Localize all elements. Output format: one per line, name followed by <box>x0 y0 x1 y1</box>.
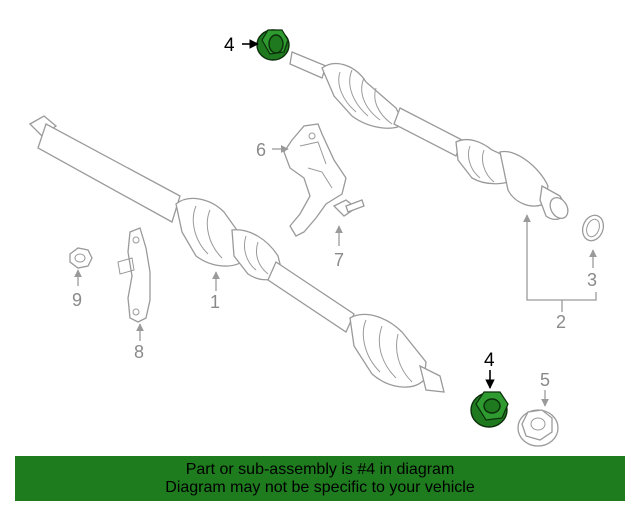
banner-line-part: Part or sub-assembly is #4 in diagram <box>185 461 455 478</box>
callout-3: 3 <box>587 270 597 290</box>
callout-5: 5 <box>540 370 550 390</box>
banner-line-disclaimer: Diagram may not be specific to your vehi… <box>165 479 475 496</box>
part-4-nut-top <box>256 29 290 61</box>
callout-1: 1 <box>210 292 220 312</box>
callout-4-top: 4 <box>224 35 235 56</box>
callout-6: 6 <box>256 140 266 160</box>
parts-diagram: 4 4 6 7 1 9 8 5 3 2 <box>28 29 605 447</box>
leader-lines <box>74 39 597 407</box>
callout-2: 2 <box>556 312 566 332</box>
callout-9: 9 <box>72 290 82 310</box>
part-3-seal-ring <box>581 214 605 242</box>
part-info-banner: Part or sub-assembly is #4 in diagram Di… <box>15 456 625 501</box>
part-8-clamp <box>117 227 151 323</box>
callout-4-bottom: 4 <box>484 350 495 371</box>
lower-drive-shaft <box>28 115 445 393</box>
callout-7: 7 <box>334 250 344 270</box>
part-6-bracket <box>283 123 347 237</box>
part-7-bolt <box>332 199 365 217</box>
part-5-flange-nut <box>517 409 559 447</box>
callout-8: 8 <box>134 342 144 362</box>
upper-drive-shaft <box>289 51 569 221</box>
part-9-nut <box>69 247 93 269</box>
part-4-nut-bottom <box>470 391 509 428</box>
